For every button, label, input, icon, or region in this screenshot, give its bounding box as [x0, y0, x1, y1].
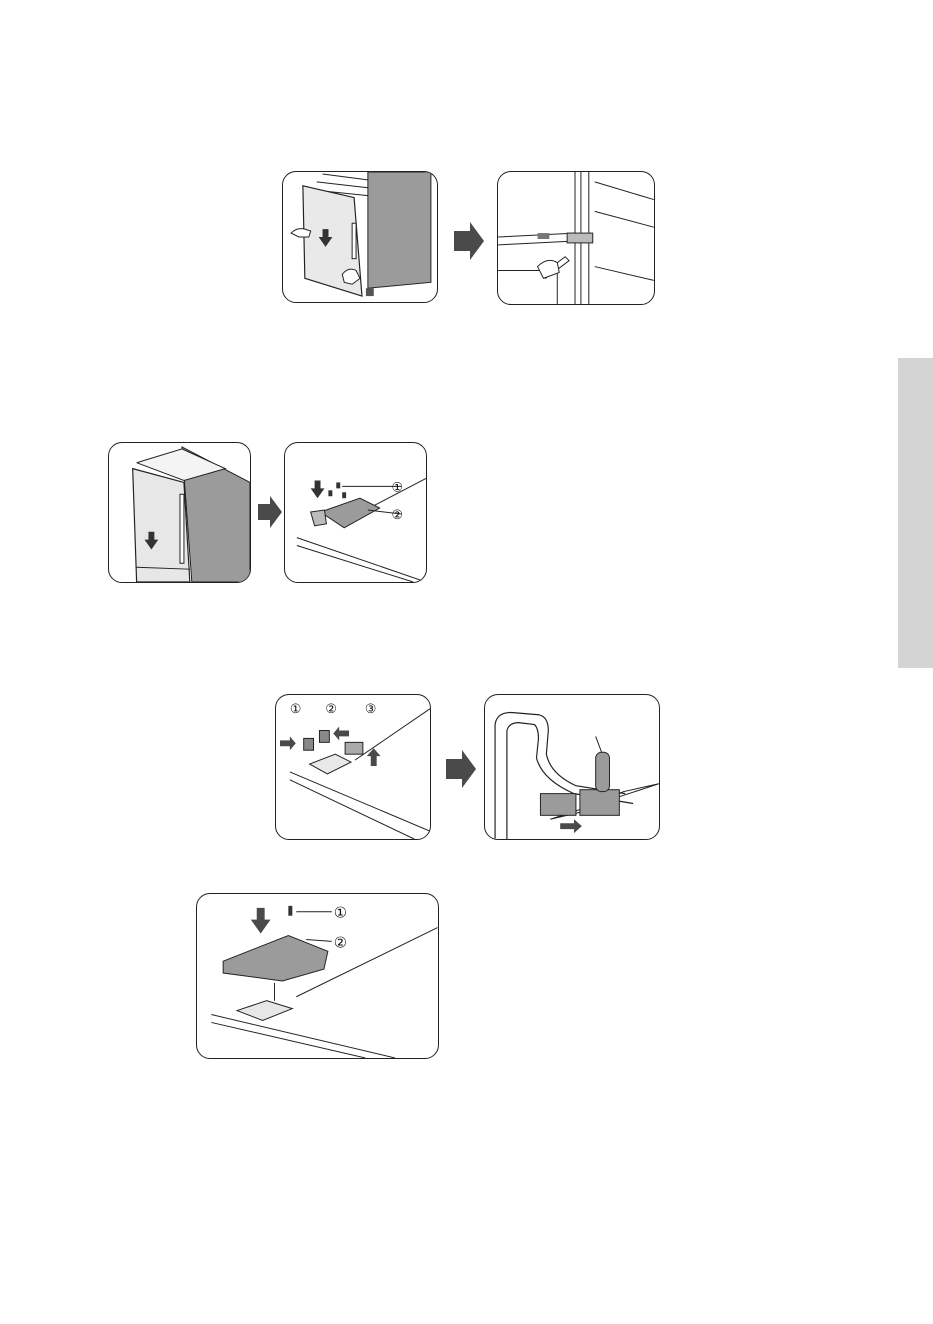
top-hinge-cover-drawing: ① ②: [285, 443, 426, 582]
left-arrow-icon: [333, 727, 349, 741]
callout-connector-2: ②: [325, 702, 337, 717]
hand-icon: [538, 260, 560, 278]
hand-icon: [291, 229, 311, 237]
illustration-top-door: [108, 442, 251, 583]
illustration-door-remove: [282, 171, 438, 303]
callout-connector-1: ①: [290, 702, 302, 717]
illustration-reinstall-cover: ① ②: [196, 893, 439, 1059]
disconnect-connectors-drawing: ① ② ③: [276, 695, 430, 839]
callout-cover: ②: [391, 508, 402, 523]
illustration-top-hinge-cover: ① ②: [284, 442, 427, 583]
callout-screws: ①: [391, 480, 402, 495]
illustration-connector-detail: [484, 694, 660, 840]
door-remove-drawing: [283, 172, 437, 302]
callout-connector-3: ③: [365, 702, 377, 717]
right-arrow-icon: [560, 819, 582, 833]
down-arrow-icon: [251, 908, 271, 934]
right-arrow-icon: [258, 496, 282, 528]
right-arrow-icon: [454, 222, 484, 260]
callout-cover: ②: [334, 934, 347, 951]
down-arrow-icon: [311, 480, 325, 498]
connector-detail-drawing: [485, 695, 659, 839]
right-arrow-icon: [280, 736, 296, 750]
top-door-drawing: [109, 443, 250, 582]
hinge-unscrew-drawing: [498, 172, 654, 304]
right-arrow-icon: [446, 750, 476, 788]
side-thumb-tab: [898, 358, 933, 668]
illustration-hinge-unscrew: [497, 171, 655, 305]
reinstall-cover-drawing: ① ②: [197, 894, 438, 1058]
illustration-disconnect-connectors: ① ② ③: [275, 694, 431, 840]
callout-screw: ①: [334, 905, 347, 922]
